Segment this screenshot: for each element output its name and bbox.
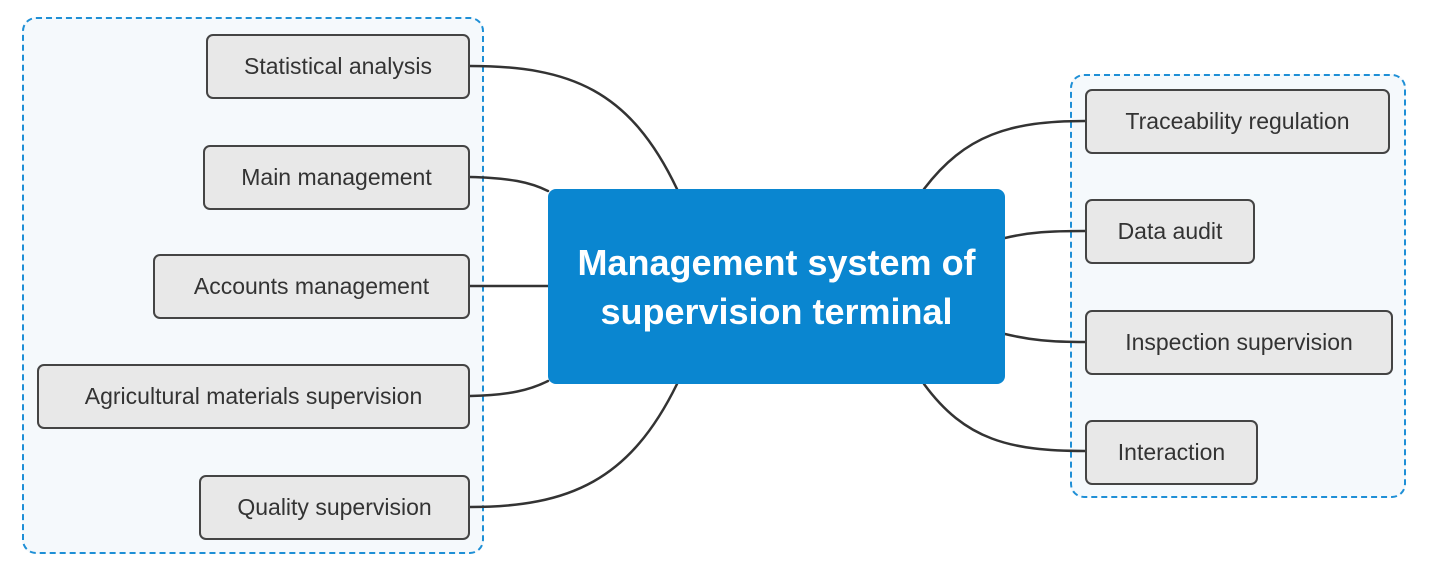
topic-main-management[interactable]: Main management — [203, 145, 470, 210]
topic-statistical-analysis[interactable]: Statistical analysis — [206, 34, 470, 99]
central-topic[interactable]: Management system of supervision termina… — [548, 189, 1005, 384]
connector-quality-supervision — [468, 382, 679, 509]
connector-agricultural-materials-supervision — [468, 379, 550, 398]
topic-accounts-management[interactable]: Accounts management — [153, 254, 470, 319]
connector-statistical-analysis — [468, 64, 679, 191]
topic-interaction[interactable]: Interaction — [1085, 420, 1258, 485]
central-topic-title: Management system of supervision termina… — [577, 241, 976, 332]
topic-agricultural-materials-supervision[interactable]: Agricultural materials supervision — [37, 364, 470, 429]
connector-data-audit — [1003, 229, 1087, 240]
connector-interaction — [922, 382, 1087, 453]
topic-data-audit[interactable]: Data audit — [1085, 199, 1255, 264]
connector-traceability-regulation — [922, 119, 1087, 191]
connector-main-management — [468, 175, 550, 193]
topic-inspection-supervision[interactable]: Inspection supervision — [1085, 310, 1393, 375]
topic-traceability-regulation[interactable]: Traceability regulation — [1085, 89, 1390, 154]
connector-inspection-supervision — [1003, 332, 1087, 344]
topic-quality-supervision[interactable]: Quality supervision — [199, 475, 470, 540]
